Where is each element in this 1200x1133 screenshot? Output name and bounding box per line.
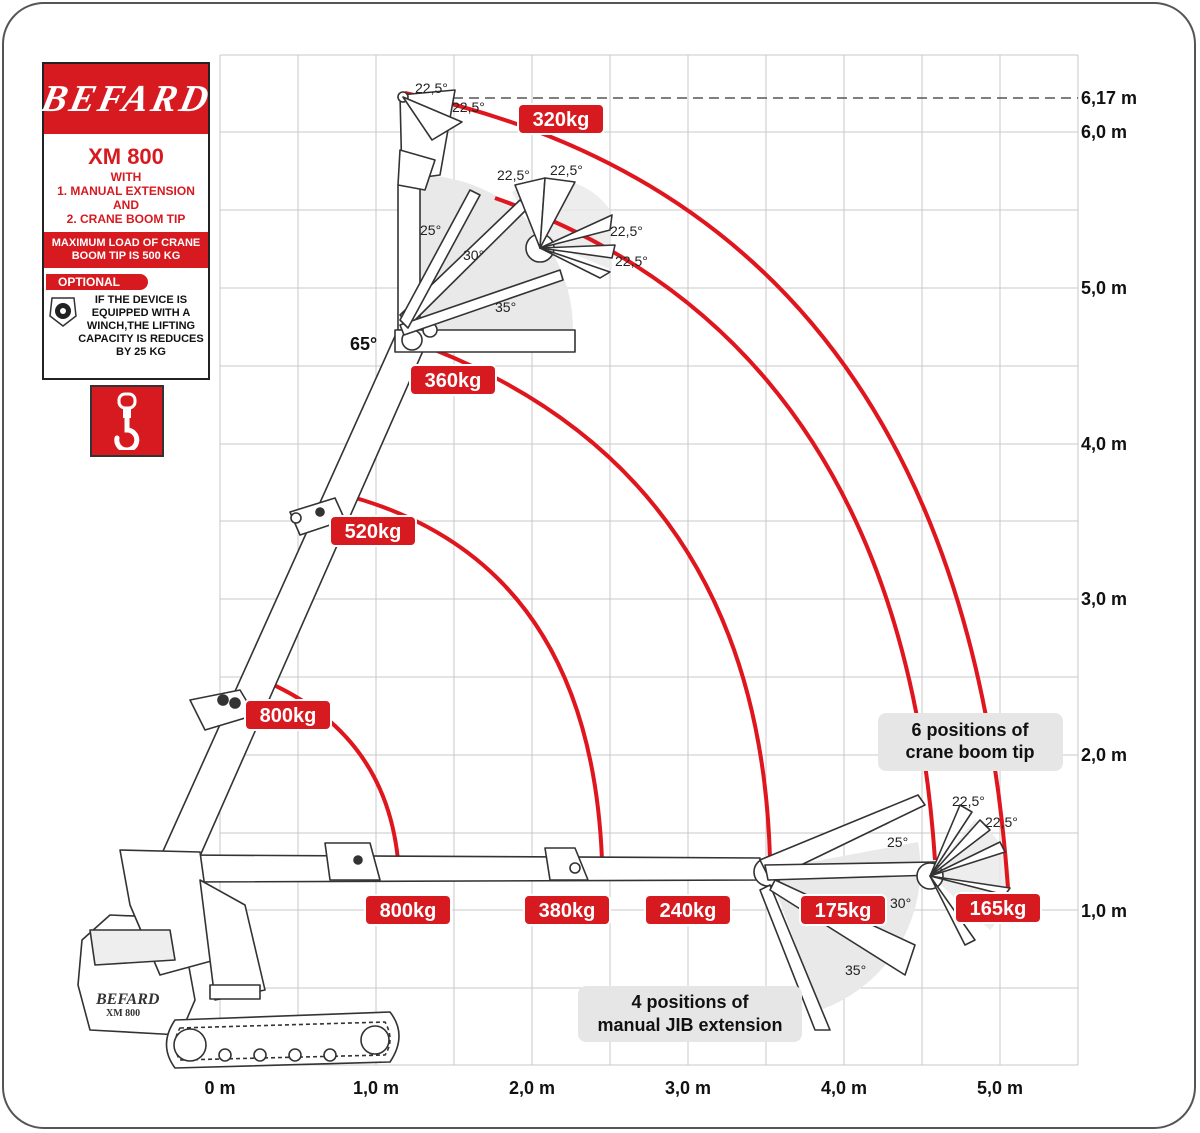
brand-panel: BEFARD XM 800 WITH 1. MANUAL EXTENSION A… bbox=[37, 62, 215, 380]
lower-tip-angle-2: 22,5° bbox=[985, 814, 1018, 830]
model-line-1: WITH bbox=[110, 170, 142, 184]
svg-text:6 positions of: 6 positions of bbox=[912, 720, 1030, 740]
optional-tag: OPTIONAL bbox=[46, 274, 148, 290]
y-tick-617: 6,17 m bbox=[1081, 88, 1137, 108]
svg-text:520kg: 520kg bbox=[345, 521, 402, 543]
svg-text:800kg: 800kg bbox=[380, 900, 437, 922]
load-tag-800-horizontal: 800kg bbox=[364, 894, 452, 926]
winch-note: IF THE DEVICE IS EQUIPPED WITH A WINCH,T… bbox=[78, 294, 204, 358]
y-axis-labels: 6,17 m 6,0 m 5,0 m 4,0 m 3,0 m 2,0 m 1,0… bbox=[1081, 88, 1137, 921]
svg-text:manual JIB extension: manual JIB extension bbox=[597, 1015, 782, 1035]
machine-model-badge: XM 800 bbox=[106, 1008, 140, 1019]
x-tick-3: 3,0 m bbox=[665, 1078, 711, 1098]
y-tick-4: 4,0 m bbox=[1081, 434, 1127, 454]
curve-360 bbox=[434, 348, 772, 861]
note-boom-tip: 6 positions of crane boom tip bbox=[878, 713, 1063, 771]
horizontal-boom bbox=[179, 854, 761, 883]
x-tick-4: 4,0 m bbox=[821, 1078, 867, 1098]
y-tick-5: 5,0 m bbox=[1081, 278, 1127, 298]
mid-tip-angle-1: 22,5° bbox=[497, 167, 530, 183]
y-tick-6: 6,0 m bbox=[1081, 122, 1127, 142]
lower-jib-angle-35: 35° bbox=[845, 962, 866, 978]
svg-text:380kg: 380kg bbox=[539, 900, 596, 922]
upper-tip-angle-1: 22,5° bbox=[415, 80, 448, 96]
svg-text:800kg: 800kg bbox=[260, 705, 317, 727]
svg-text:240kg: 240kg bbox=[660, 900, 717, 922]
svg-text:360kg: 360kg bbox=[425, 370, 482, 392]
load-tag-165: 165kg bbox=[954, 892, 1042, 924]
hook-badge bbox=[90, 385, 164, 457]
load-tag-800-upper: 800kg bbox=[244, 699, 332, 731]
curve-800 bbox=[257, 676, 400, 861]
boom-angle-label: 65° bbox=[350, 334, 377, 354]
machine-brand-badge: BEFARD bbox=[95, 991, 160, 1008]
note-jib-extension: 4 positions of manual JIB extension bbox=[578, 986, 802, 1042]
model-line-3: AND bbox=[113, 198, 139, 212]
load-tag-320: 320kg bbox=[517, 103, 605, 135]
winch-row: IF THE DEVICE IS EQUIPPED WITH A WINCH,T… bbox=[44, 292, 208, 361]
svg-text:320kg: 320kg bbox=[533, 109, 590, 131]
mid-tip-angle-3: 22,5° bbox=[610, 223, 643, 239]
mid-tip-angle-2: 22,5° bbox=[550, 162, 583, 178]
x-axis-labels: 0 m 1,0 m 2,0 m 3,0 m 4,0 m 5,0 m bbox=[204, 1078, 1023, 1098]
load-tags: 320kg 360kg 520kg 800kg 800kg 380kg 240k… bbox=[244, 103, 1042, 926]
mid-tip-angle-4: 22,5° bbox=[615, 253, 648, 269]
load-tag-360: 360kg bbox=[409, 364, 497, 396]
x-tick-2: 2,0 m bbox=[509, 1078, 555, 1098]
x-tick-0: 0 m bbox=[204, 1078, 235, 1098]
model-title: XM 800 bbox=[88, 144, 164, 169]
lower-jib-angle-25: 25° bbox=[887, 834, 908, 850]
upper-jib-angle-35: 35° bbox=[495, 299, 516, 315]
y-tick-3: 3,0 m bbox=[1081, 589, 1127, 609]
model-line-4: 2. CRANE BOOM TIP bbox=[66, 212, 186, 226]
svg-text:crane boom tip: crane boom tip bbox=[905, 742, 1034, 762]
upper-jib-angle-25: 25° bbox=[420, 222, 441, 238]
curve-320-outer bbox=[404, 91, 1010, 889]
lower-tip-angle-1: 22,5° bbox=[952, 793, 985, 809]
x-tick-5: 5,0 m bbox=[977, 1078, 1023, 1098]
upper-tip-angle-2: 22,5° bbox=[452, 99, 485, 115]
svg-text:165kg: 165kg bbox=[970, 898, 1027, 920]
angle-labels: 22,5° 22,5° 22,5° 22,5° 22,5° 22,5° 25° … bbox=[350, 80, 1018, 978]
y-tick-2: 2,0 m bbox=[1081, 745, 1127, 765]
svg-text:4 positions of: 4 positions of bbox=[632, 992, 750, 1012]
optional-row: OPTIONAL bbox=[44, 274, 208, 292]
max-load-note: MAXIMUM LOAD OF CRANE BOOM TIP IS 500 KG bbox=[44, 232, 208, 268]
crane-hook-icon bbox=[114, 392, 140, 450]
y-tick-1: 1,0 m bbox=[1081, 901, 1127, 921]
load-tag-520: 520kg bbox=[329, 515, 417, 547]
load-tag-380: 380kg bbox=[523, 894, 611, 926]
crane-structure bbox=[77, 89, 1011, 1069]
load-tag-240: 240kg bbox=[644, 894, 732, 926]
winch-icon bbox=[49, 297, 77, 327]
svg-text:175kg: 175kg bbox=[815, 900, 872, 922]
lower-jib-angle-30: 30° bbox=[890, 895, 911, 911]
x-tick-1: 1,0 m bbox=[353, 1078, 399, 1098]
load-tag-175: 175kg bbox=[799, 894, 887, 926]
brand-logo: BEFARD bbox=[37, 64, 215, 136]
upper-jib-angle-30: 30° bbox=[463, 247, 484, 263]
model-line-2: 1. MANUAL EXTENSION bbox=[57, 184, 195, 198]
